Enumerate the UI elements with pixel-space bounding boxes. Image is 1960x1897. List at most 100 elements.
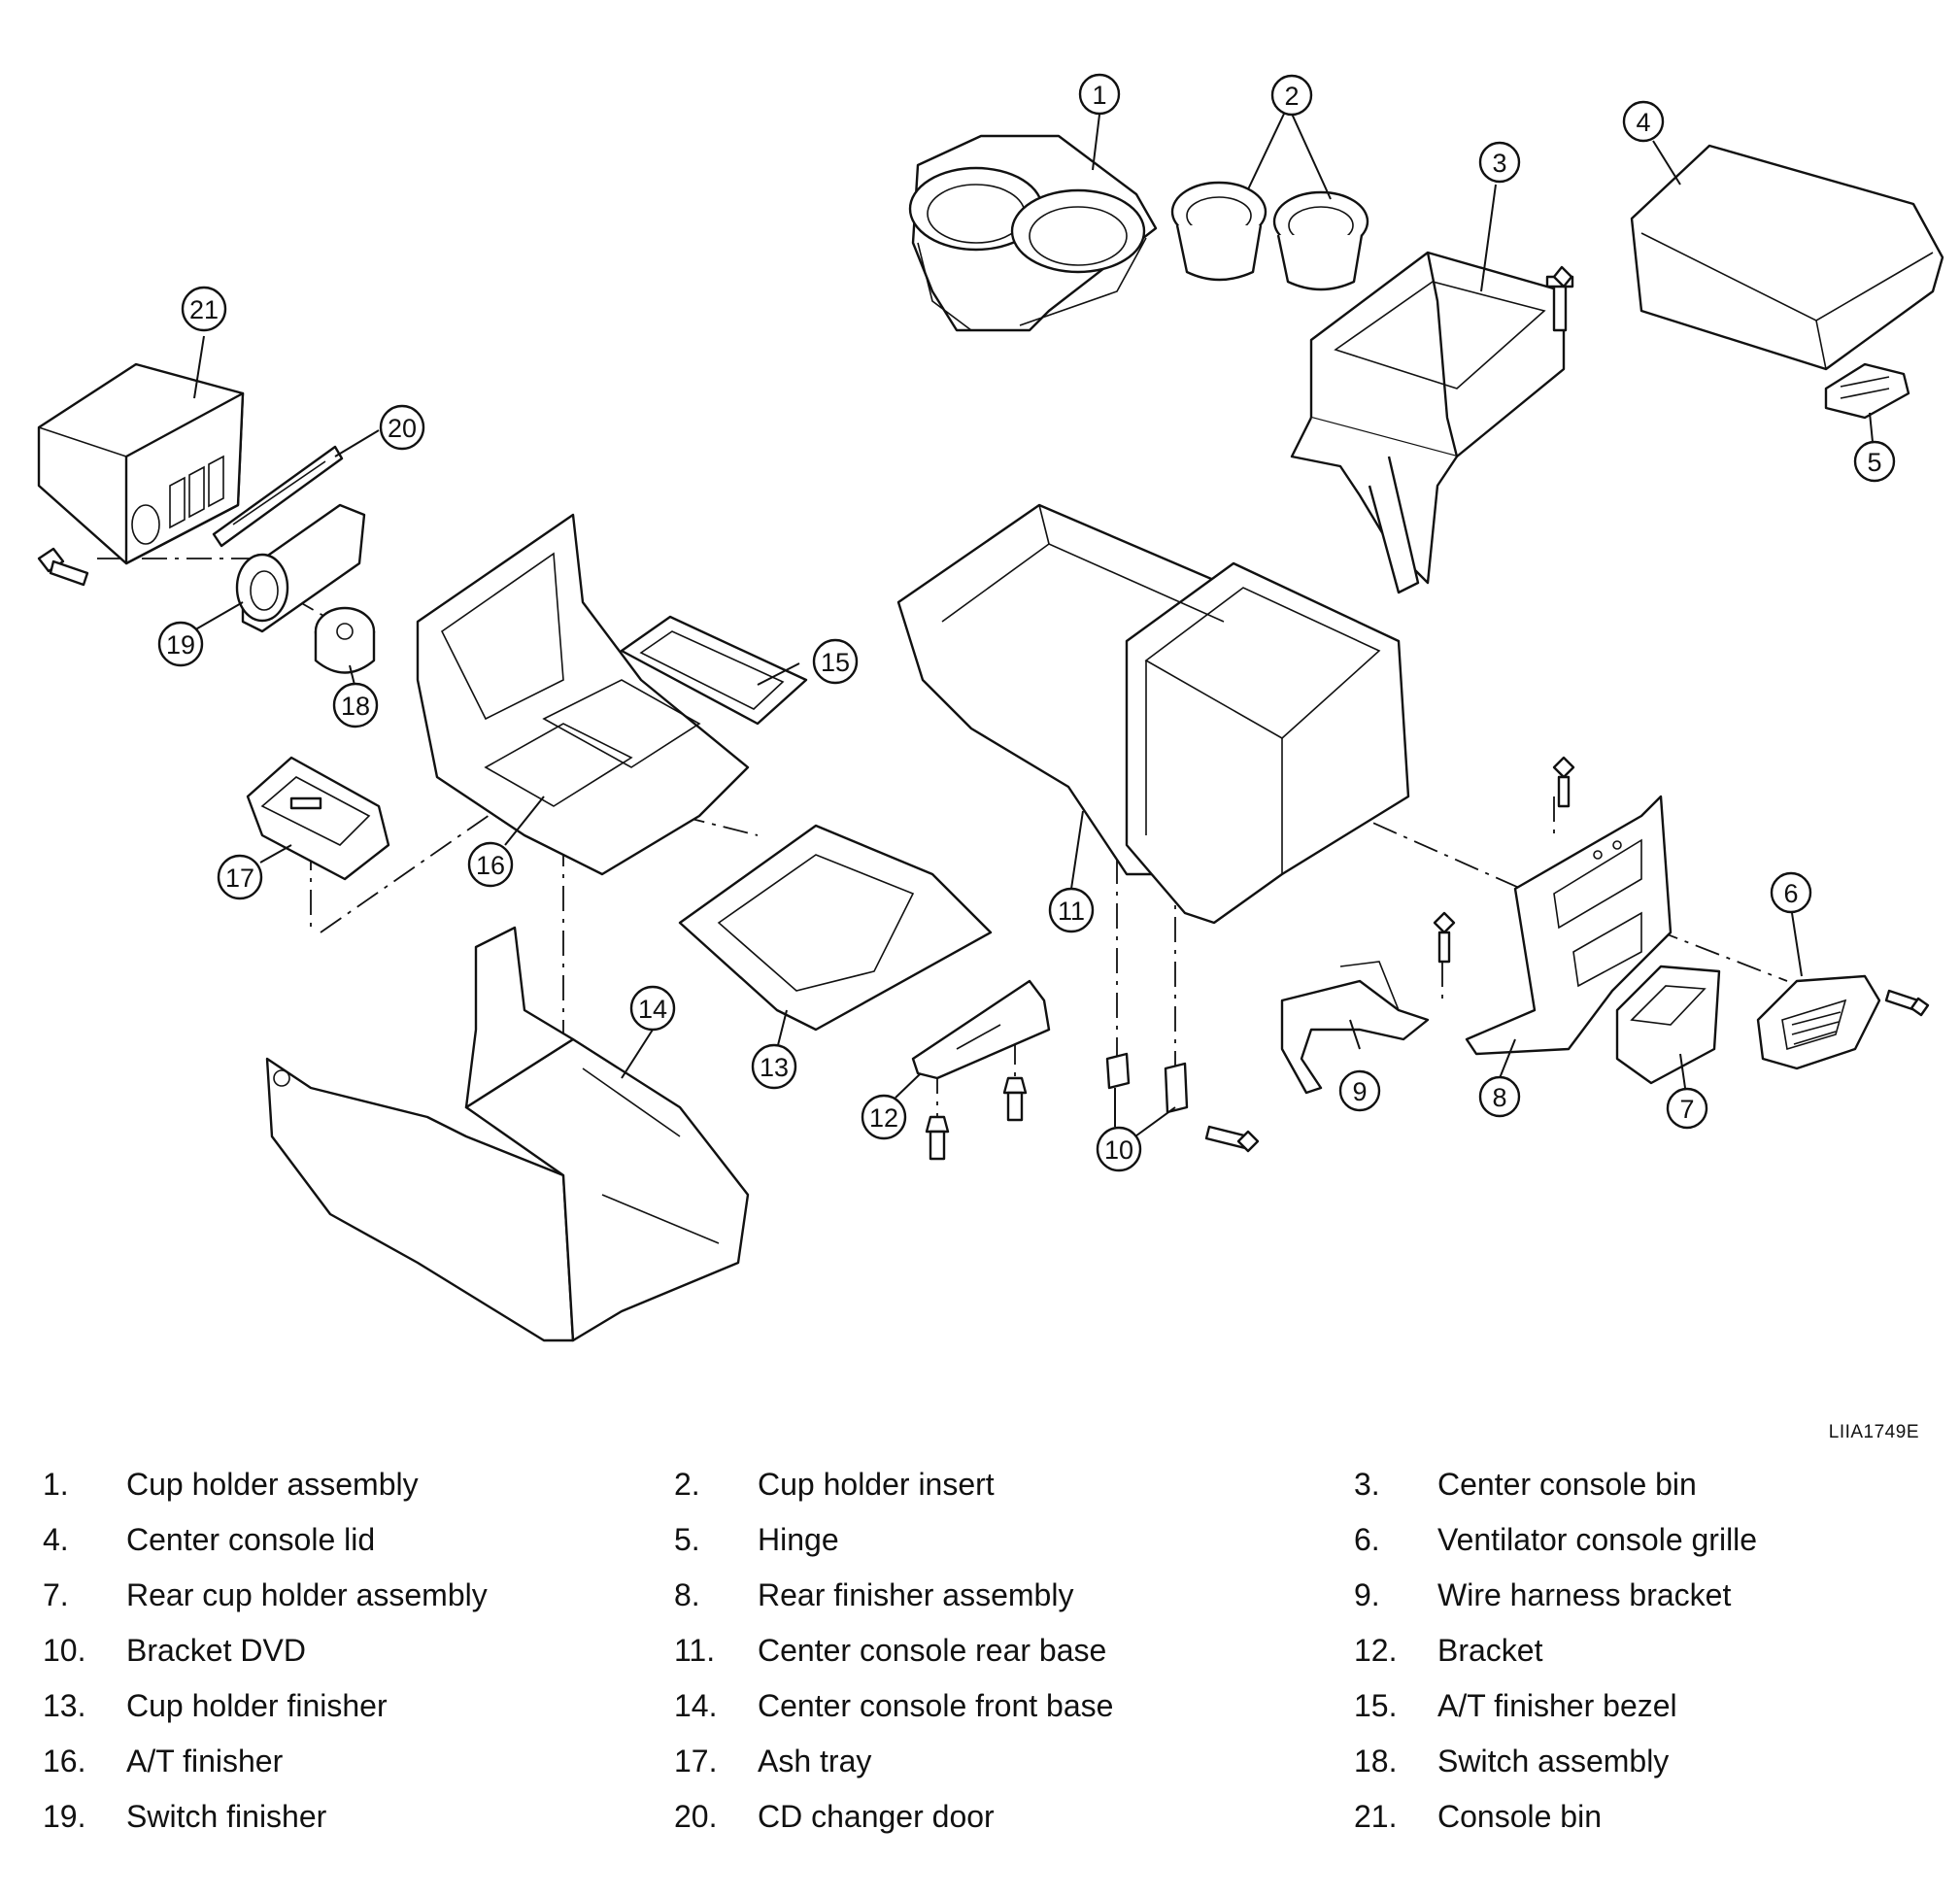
callout-5: 5 — [1853, 440, 1896, 483]
figure-code: LIIA1749E — [1828, 1422, 1919, 1442]
legend-number: 20. — [674, 1799, 718, 1834]
legend-label: Ash tray — [758, 1744, 872, 1778]
legend-number: 14. — [674, 1688, 718, 1723]
legend-row: 19.Switch finisher 20. CD changer door 21… — [43, 1789, 1927, 1845]
svg-text:11: 11 — [1058, 897, 1085, 926]
callout-16: 16 — [467, 841, 514, 888]
svg-text:15: 15 — [821, 648, 850, 677]
legend-item-18: 18.Switch assembly — [1354, 1744, 1927, 1779]
svg-text:17: 17 — [225, 864, 254, 893]
legend-row: 4. Center console lid 5.Hinge 6.Ventilato… — [43, 1512, 1927, 1568]
bolt-icons — [37, 265, 1930, 1161]
leader-lines — [191, 111, 1874, 1142]
legend-item-11: 11.Center console rear base — [674, 1633, 1354, 1669]
callout-3: 3 — [1478, 141, 1521, 184]
legend-label: Rear finisher assembly — [758, 1577, 1074, 1612]
legend-number: 12. — [1354, 1633, 1398, 1668]
svg-text:7: 7 — [1679, 1095, 1694, 1124]
legend-label: Center console bin — [1437, 1467, 1697, 1502]
svg-text:19: 19 — [166, 630, 195, 660]
legend-number: 11. — [674, 1633, 716, 1668]
legend-label: A/T finisher — [126, 1744, 284, 1778]
callout-11: 11 — [1048, 887, 1095, 933]
legend-item-20: 20. CD changer door — [674, 1799, 1354, 1835]
part-ash-tray — [246, 756, 390, 881]
svg-text:16: 16 — [476, 851, 505, 880]
legend-number: 4. — [43, 1522, 69, 1557]
legend-number: 18. — [1354, 1744, 1398, 1778]
part-center-console-bin — [1290, 251, 1574, 594]
legend-number: 6. — [1354, 1522, 1380, 1557]
part-bracket-dvd — [1105, 1052, 1189, 1114]
legend-item-5: 5.Hinge — [674, 1522, 1354, 1558]
svg-text:14: 14 — [638, 995, 667, 1024]
legend-label: Center console front base — [758, 1688, 1114, 1723]
legend-number: 16. — [43, 1744, 86, 1778]
svg-text:3: 3 — [1492, 149, 1506, 178]
part-console-bin — [37, 362, 245, 565]
part-switch-assembly — [314, 606, 376, 674]
legend-number: 17. — [674, 1744, 718, 1778]
legend-item-9: 9.Wire harness bracket — [1354, 1577, 1927, 1613]
legend-label: CD changer door — [758, 1799, 995, 1834]
legend-number: 13. — [43, 1688, 86, 1723]
legend-item-16: 16. A/T finisher — [43, 1744, 674, 1779]
legend-number: 2. — [674, 1467, 700, 1502]
svg-text:10: 10 — [1104, 1135, 1133, 1165]
part-cd-changer-door — [212, 445, 344, 548]
legend-item-10: 10.Bracket DVD — [43, 1633, 674, 1669]
legend-item-3: 3. Center console bin — [1354, 1467, 1927, 1503]
callout-4: 4 — [1622, 100, 1665, 143]
callout-2: 2 — [1270, 74, 1313, 117]
callout-17: 17 — [217, 854, 263, 900]
legend-number: 1. — [43, 1467, 69, 1502]
legend-number: 21. — [1354, 1799, 1398, 1834]
callout-15: 15 — [812, 638, 859, 685]
part-hinge — [1824, 362, 1910, 420]
legend-number: 7. — [43, 1577, 69, 1612]
legend-item-15: 15. A/T finisher bezel — [1354, 1688, 1927, 1724]
part-rear-cup-holder-assembly — [1615, 965, 1721, 1085]
legend-label: Cup holder assembly — [126, 1467, 419, 1502]
legend-item-1: 1. Cup holder assembly — [43, 1467, 674, 1503]
legend-item-6: 6.Ventilator console grille — [1354, 1522, 1927, 1558]
legend-row: 16. A/T finisher 17. Ash tray 18.Switch as… — [43, 1734, 1927, 1789]
svg-text:4: 4 — [1636, 108, 1650, 137]
callout-12: 12 — [861, 1094, 907, 1140]
callout-8: 8 — [1478, 1075, 1521, 1118]
svg-text:18: 18 — [341, 692, 370, 721]
part-wire-harness-bracket — [1280, 961, 1430, 1095]
part-cup-holder-assembly — [908, 134, 1158, 332]
legend-label: Cup holder insert — [758, 1467, 995, 1502]
legend-item-8: 8. Rear finisher assembly — [674, 1577, 1354, 1613]
callout-19: 19 — [157, 621, 204, 667]
part-center-console-rear-base — [896, 503, 1410, 925]
svg-text:2: 2 — [1284, 82, 1299, 111]
exploded-parts-diagram: 1 2 3 4 5 6 7 8 9 10 11 12 13 14 15 16 1… — [37, 73, 1944, 1342]
legend-row: 10.Bracket DVD 11.Center console rear ba… — [43, 1623, 1927, 1678]
legend-label: Center console lid — [126, 1522, 376, 1557]
legend-item-7: 7.Rear cup holder assembly — [43, 1577, 674, 1613]
part-center-console-lid — [1630, 144, 1944, 371]
callout-10: 10 — [1096, 1126, 1142, 1172]
callout-14: 14 — [629, 985, 676, 1032]
legend-number: 15. — [1354, 1688, 1398, 1723]
legend-row: 1. Cup holder assembly 2. Cup holder inser… — [43, 1457, 1927, 1512]
legend-label: A/T finisher bezel — [1437, 1688, 1677, 1723]
callout-21: 21 — [181, 286, 227, 332]
svg-text:1: 1 — [1092, 81, 1106, 110]
callout-13: 13 — [751, 1043, 797, 1090]
legend-number: 10. — [43, 1633, 86, 1668]
legend-label: Wire harness bracket — [1437, 1577, 1732, 1612]
legend-item-17: 17. Ash tray — [674, 1744, 1354, 1779]
legend-label: Bracket — [1437, 1633, 1543, 1668]
legend-row: 7.Rear cup holder assembly 8. Rear finish… — [43, 1568, 1927, 1623]
legend-number: 3. — [1354, 1467, 1380, 1502]
svg-text:20: 20 — [388, 414, 417, 443]
legend-item-14: 14. Center console front base — [674, 1688, 1354, 1724]
legend-item-19: 19.Switch finisher — [43, 1799, 674, 1835]
parts-legend: 1. Cup holder assembly 2. Cup holder inser… — [43, 1457, 1927, 1845]
legend-number: 8. — [674, 1577, 700, 1612]
legend-number: 19. — [43, 1799, 86, 1834]
part-cup-holder-finisher — [678, 824, 993, 1032]
